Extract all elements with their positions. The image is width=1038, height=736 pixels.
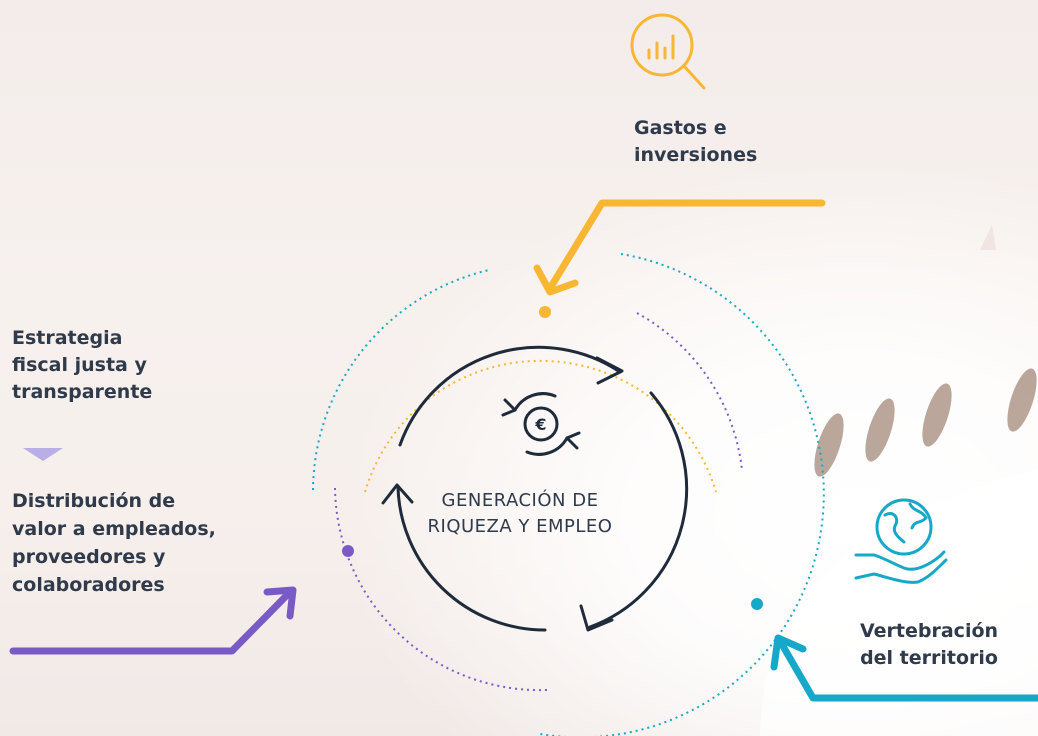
distribucion-label-line4: colaboradores: [12, 574, 165, 596]
cyan-arrow: [770, 634, 1038, 702]
distribucion-label-line1: Distribución de: [12, 490, 176, 512]
center-title-line2: RIQUEZA Y EMPLEO: [427, 516, 613, 537]
cyan-ring-dot: [751, 598, 763, 610]
euro-cycle-icon: [501, 392, 581, 456]
vertebracion-label: Vertebración del territorio: [860, 618, 998, 672]
euro-symbol: €: [534, 415, 546, 434]
gastos-label-line2: inversiones: [634, 144, 758, 166]
center-title: GENERACIÓN DE RIQUEZA Y EMPLEO: [400, 488, 640, 540]
airplane-background: [760, 225, 1038, 736]
distribucion-label-line2: valor a empleados,: [12, 518, 216, 540]
purple-arrow: [9, 586, 297, 655]
globe-hand-icon: [854, 498, 948, 584]
estrategia-label: Estrategia fiscal justa y transparente: [12, 325, 152, 406]
gastos-label: Gastos e inversiones: [634, 115, 757, 169]
estrategia-label-line1: Estrategia: [12, 327, 123, 349]
distribucion-label-line3: proveedores y: [12, 546, 166, 568]
yellow-ring-dot: [539, 306, 551, 318]
center-cycle-arrows: [381, 345, 689, 632]
gastos-label-line1: Gastos e: [634, 117, 727, 139]
estrategia-label-line3: transparente: [12, 381, 153, 403]
triangle-down-icon: [23, 448, 63, 461]
yellow-ring: [364, 359, 717, 493]
chart-magnifier-icon: [630, 13, 706, 90]
vertebracion-label-line2: del territorio: [860, 647, 998, 669]
center-title-line1: GENERACIÓN DE: [441, 490, 599, 511]
yellow-arrow: [533, 199, 826, 296]
purple-ring-dot: [342, 545, 354, 557]
purple-ring-right: [636, 312, 743, 471]
vertebracion-label-line1: Vertebración: [860, 620, 999, 642]
purple-ring-left: [334, 487, 548, 692]
estrategia-label-line2: fiscal justa y: [12, 354, 147, 376]
distribucion-label: Distribución de valor a empleados, prove…: [12, 487, 216, 599]
outer-cyan-ring-left: [312, 269, 490, 491]
